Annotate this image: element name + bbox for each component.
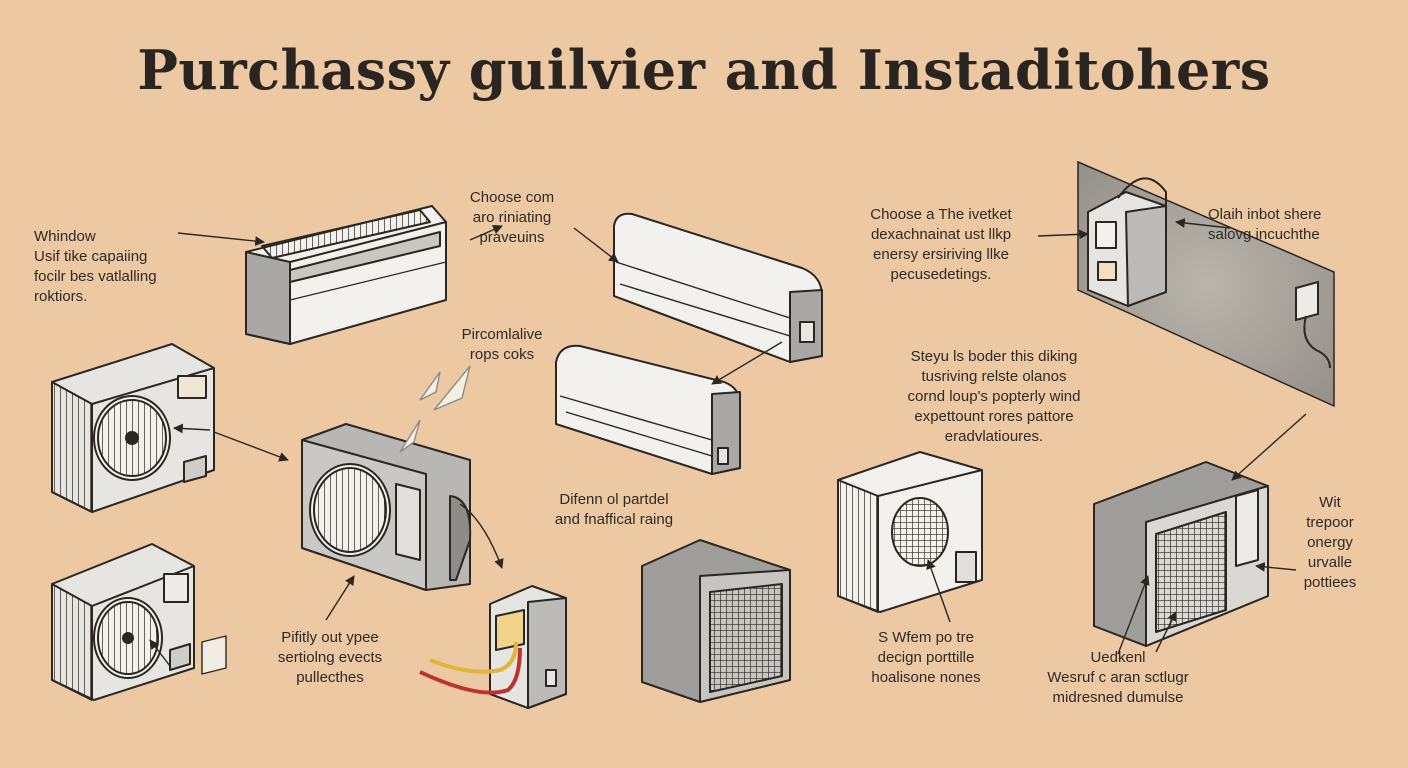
leader-arrows	[149, 218, 1307, 667]
label-swfem: S Wfem po tre decign porttille hoalisone…	[871, 629, 981, 686]
label-difenn: Difenn ol partdel and fnaffical raing	[554, 491, 674, 528]
label-choose-the: Choose a The ivetket dexachnainat ust ll…	[870, 206, 1012, 283]
window-ac-unit	[245, 205, 447, 345]
label-pircomlalive: Pircomlalive rops coks	[461, 326, 543, 363]
label-wit: Wit trepoor onergy urvalle pottiees	[1303, 494, 1357, 591]
outdoor-condenser-center	[301, 423, 472, 591]
split-indoor-unit-large	[613, 212, 823, 363]
label-olaih: Olaih inbot shere salovg incuchthe	[1208, 206, 1322, 243]
outdoor-unit-right-bottom	[1093, 461, 1269, 647]
compact-outdoor-unit	[641, 539, 791, 703]
wall-mounted-unit	[1087, 177, 1167, 307]
label-choose-com: Choose com aro riniating praveuins	[469, 189, 555, 246]
yellow-wire	[429, 641, 518, 674]
page-title: Purchassy guilvier and Instaditohers	[137, 38, 1271, 102]
outdoor-condenser-left-lower	[51, 543, 227, 701]
split-indoor-unit-small	[555, 344, 741, 475]
spark-marks	[399, 365, 471, 453]
label-pifitly: Pifitly out ypee sertiolng evects pullec…	[277, 629, 383, 686]
outdoor-unit-right-middle	[837, 451, 983, 613]
wall-outlet	[1295, 280, 1331, 369]
red-wire	[419, 647, 522, 695]
outdoor-condenser-left-upper	[51, 343, 215, 513]
electrical-disconnect-box	[489, 585, 567, 709]
label-uedkenl: Uedkenl Wesruf c aran sctlugr midresned …	[1047, 649, 1189, 706]
label-window: Whindow Usif tike capaiing focilr bes va…	[34, 228, 157, 305]
label-steyu: Steyu ls boder this diking tusriving rel…	[907, 348, 1081, 445]
